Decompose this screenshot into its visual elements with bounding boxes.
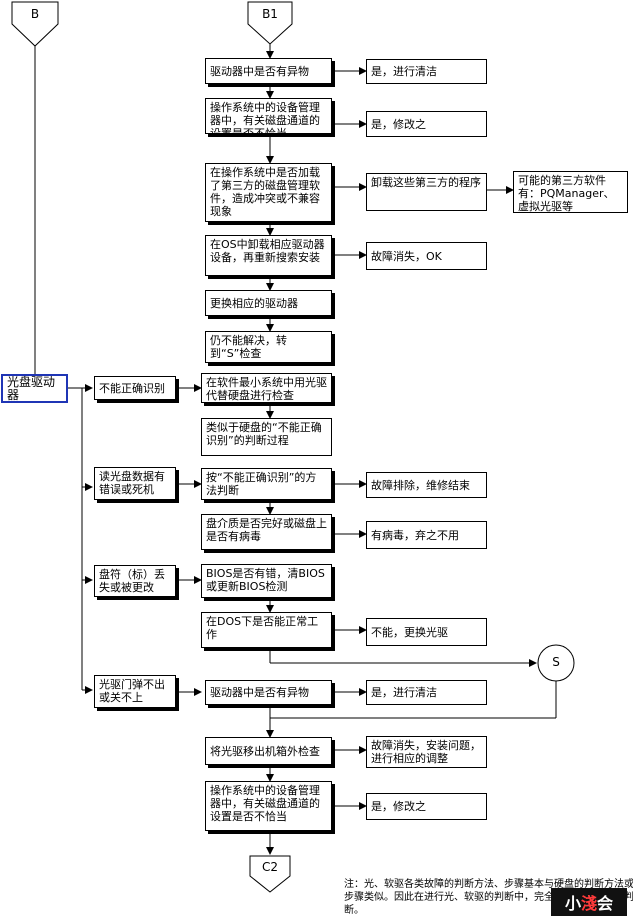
result-repair-done: 故障排除，维修结束	[366, 472, 487, 498]
branch-tray-stuck: 光驱门弹不出或关不上	[94, 675, 176, 708]
step-dos-check: 在DOS下是否能正常工作	[201, 612, 332, 648]
result-fault-cleared: 故障消失，OK	[366, 242, 487, 270]
step-like-harddisk: 类似于硬盘的“不能正确识别”的判断过程	[201, 418, 332, 456]
result-replace-drive: 不能，更换光驱	[366, 618, 487, 646]
connector-c2-shape	[249, 855, 291, 893]
watermark-logo: 小 淺 会	[551, 888, 627, 916]
footnote: 注：光、软驱各类故障的判断方法、步骤基本与硬盘的判断方法或步骤类似。因此在进行光…	[344, 879, 633, 916]
branch-drive-letter-lost: 盘符（标）丢失或被更改	[94, 565, 176, 597]
result-install-issue: 故障消失，安装问题，进行相应的调整	[366, 736, 487, 768]
step-remove-from-case: 将光驱移出机箱外检查	[205, 737, 332, 765]
connector-s-label: S	[552, 655, 560, 669]
step-judge-like-unrecognized: 按“不能正确识别”的方法判断	[201, 468, 332, 500]
step-device-manager: 操作系统中的设备管理器中，有关磁盘通道的设置是否不恰当	[205, 98, 332, 134]
connector-c2-label: C2	[261, 860, 278, 874]
branch-not-recognized: 不能正确识别	[94, 376, 176, 400]
step-bios-check: BIOS是否有错，清BIOS或更新BIOS检测	[201, 564, 332, 598]
connector-b-shape	[11, 1, 59, 47]
connector-b-label: B	[30, 7, 40, 21]
watermark-part2: 淺	[580, 894, 597, 913]
result-uninstall-third-party: 卸载这些第三方的程序	[366, 173, 487, 211]
result-clean: 是，进行清洁	[366, 59, 487, 84]
result-tray-modify: 是，修改之	[366, 793, 487, 820]
root-node-optical-drive: 光盘驱动器	[1, 374, 68, 403]
step-media-virus-check: 盘介质是否完好或磁盘上是否有病毒	[201, 514, 332, 550]
result-virus-discard: 有病毒，弃之不用	[366, 521, 487, 549]
step-minimal-system-check: 在软件最小系统中用光驱代替硬盘进行检查	[201, 373, 332, 403]
step-tray-device-manager: 操作系统中的设备管理器中，有关磁盘通道的设置是否不恰当	[205, 781, 332, 831]
branch-read-error: 读光盘数据有错误或死机	[94, 467, 176, 500]
step-third-party-software: 在操作系统中是否加载了第三方的磁盘管理软件，造成冲突或不兼容现象	[205, 163, 332, 222]
connector-b1-label: B1	[262, 7, 278, 21]
watermark-part1: 小	[564, 894, 581, 913]
connector-b1-shape	[247, 1, 293, 45]
watermark-part3: 会	[597, 894, 614, 913]
step-reinstall-driver: 在OS中卸载相应驱动器设备，再重新搜索安装	[205, 235, 332, 276]
note-third-party-software: 可能的第三方软件有：PQManager、虚拟光驱等	[513, 171, 628, 213]
result-modify: 是，修改之	[366, 111, 487, 137]
step-tray-foreign-object: 驱动器中是否有异物	[205, 680, 332, 705]
step-foreign-object: 驱动器中是否有异物	[205, 58, 332, 84]
result-tray-clean: 是，进行清洁	[366, 680, 487, 705]
step-goto-s: 仍不能解决，转到“S”检查	[205, 331, 332, 363]
step-replace-drive: 更换相应的驱动器	[205, 290, 332, 316]
